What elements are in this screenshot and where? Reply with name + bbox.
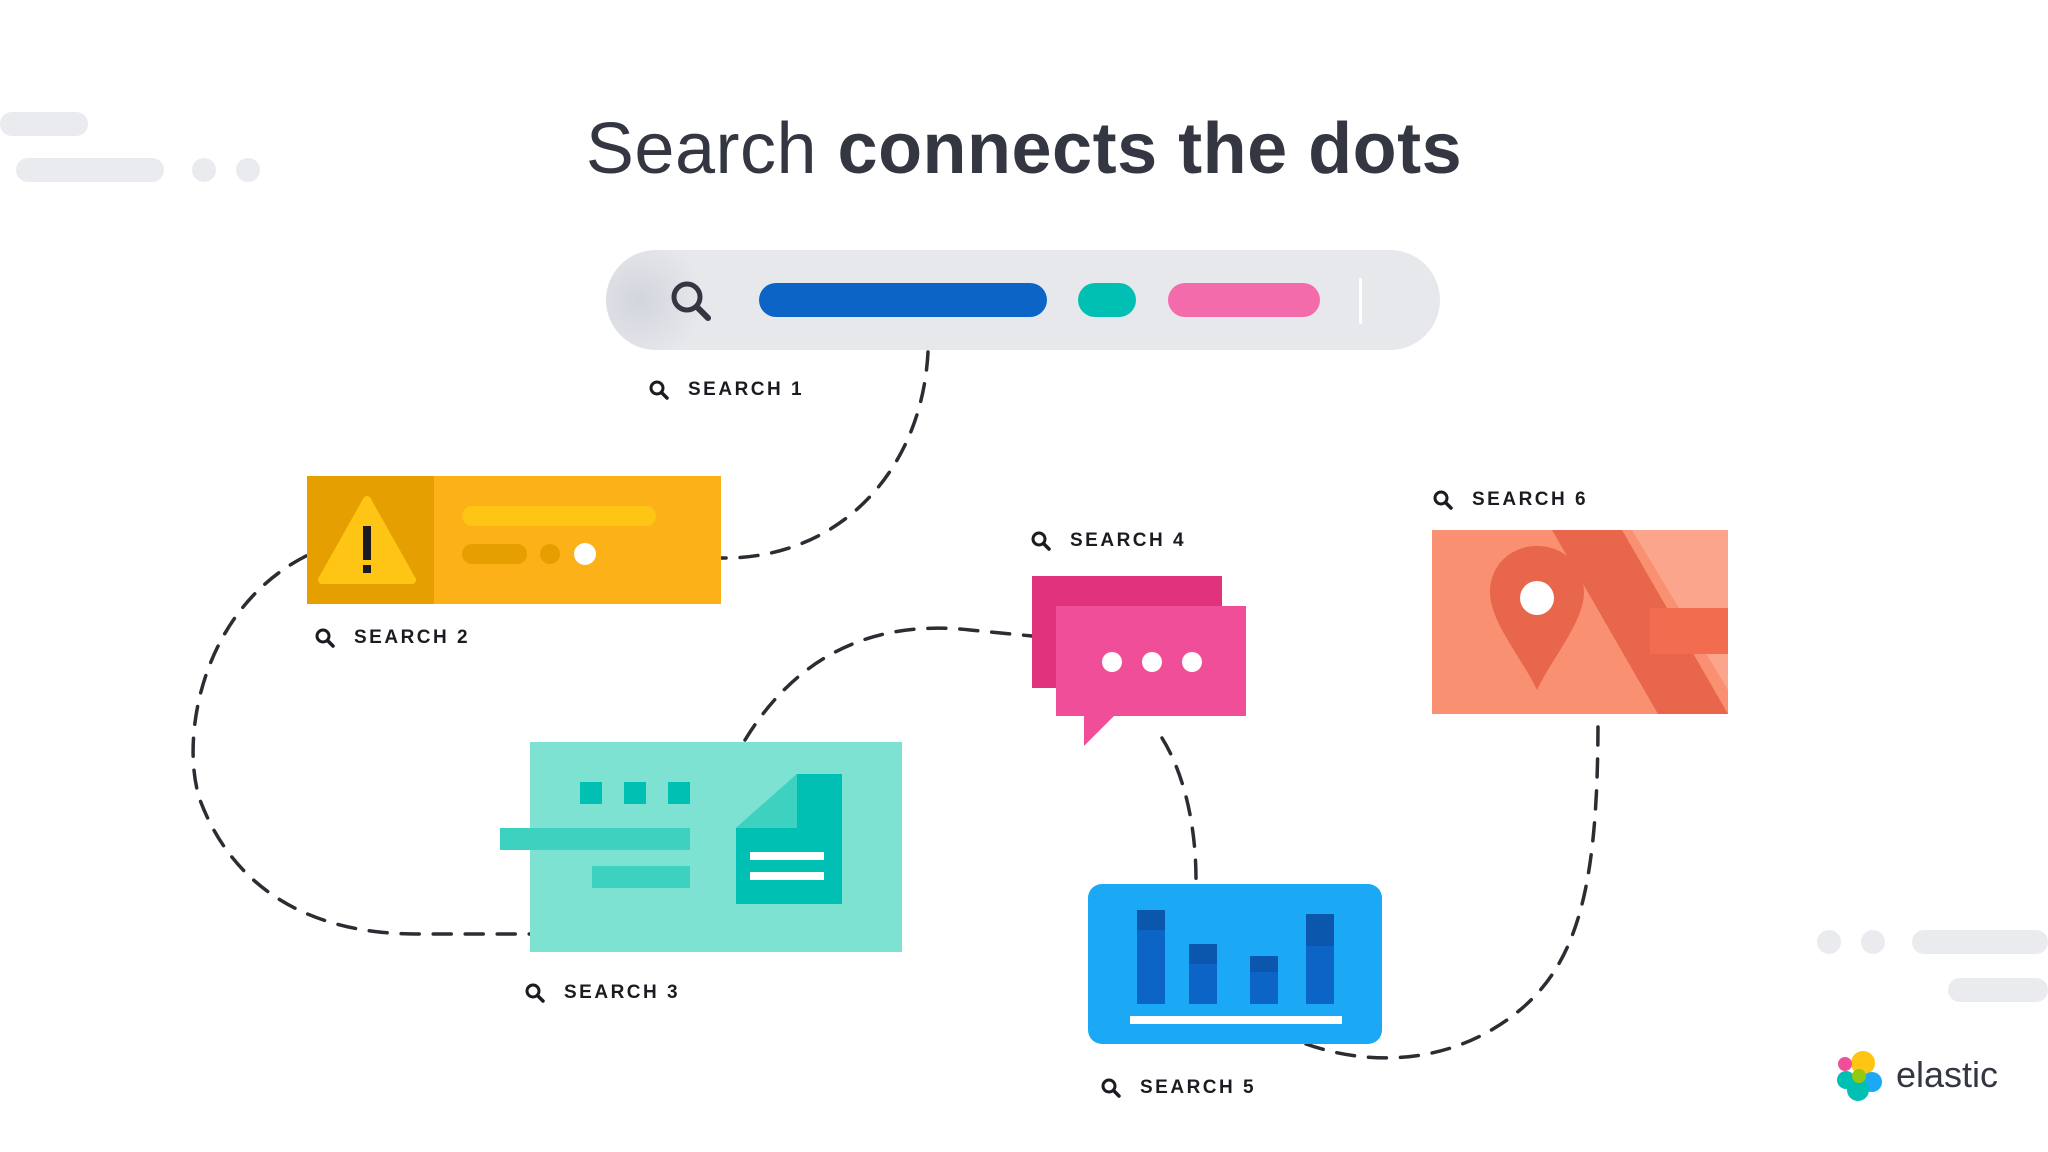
query-token-pink: [1168, 283, 1320, 317]
search-5-label: SEARCH 5: [1100, 1077, 1256, 1099]
search-icon: [315, 628, 335, 648]
decor-bar-top-left: [0, 112, 88, 136]
title-bold: connects the dots: [837, 109, 1463, 189]
decor-bar-bottom-right: [1912, 930, 2048, 954]
search-2-text: SEARCH 2: [354, 627, 471, 648]
elastic-logo-text: elastic: [1896, 1054, 1999, 1095]
page-title: Search connects the dots: [0, 108, 2048, 190]
connector-search-to-warning: [718, 350, 930, 560]
search-icon: [649, 380, 669, 400]
search-3-label: SEARCH 3: [524, 982, 680, 1004]
elastic-logo-icon: [1837, 1051, 1882, 1101]
ellipsis-icon: [1102, 652, 1122, 672]
decor-dot: [1861, 930, 1885, 954]
search-icon: [1031, 531, 1051, 551]
map-card: [1432, 530, 1728, 714]
decor-dot: [236, 158, 260, 182]
connector-chat-to-chart: [1160, 736, 1198, 882]
connector-warning-to-doc: [191, 554, 532, 936]
decor-bar-top-left-2: [16, 158, 164, 182]
bar-chart-icon: [1137, 910, 1334, 1004]
search-1-text: SEARCH 1: [688, 379, 805, 400]
decor-bar-bottom-right-2: [1948, 978, 2048, 1002]
search-icon: [525, 983, 545, 1003]
search-2-label: SEARCH 2: [314, 627, 470, 649]
map-pin-icon: [1490, 546, 1584, 690]
search-4-label: SEARCH 4: [1030, 530, 1186, 552]
search-6-label: SEARCH 6: [1432, 489, 1588, 511]
search-1-label: SEARCH 1: [648, 379, 804, 401]
connector-doc-to-chat: [743, 626, 1034, 742]
search-icon: [671, 281, 711, 321]
query-token-blue: [759, 283, 1047, 317]
query-token-teal: [1078, 283, 1136, 317]
elastic-logo: elastic: [1832, 1048, 1998, 1102]
search-6-text: SEARCH 6: [1472, 489, 1589, 510]
chat-card: [1032, 576, 1246, 746]
decor-dot: [192, 158, 216, 182]
search-3-text: SEARCH 3: [564, 982, 681, 1003]
search-bar[interactable]: [606, 250, 1440, 350]
chart-card: [1088, 884, 1382, 1044]
decor-dot: [1817, 930, 1841, 954]
search-4-text: SEARCH 4: [1070, 530, 1187, 551]
connector-chart-to-map: [1304, 718, 1600, 1060]
search-icon: [1433, 490, 1453, 510]
search-icon: [1101, 1078, 1121, 1098]
text-cursor: [1359, 278, 1362, 324]
title-light: Search: [585, 109, 818, 189]
document-card: [500, 742, 902, 952]
warning-card: [307, 476, 721, 604]
search-5-text: SEARCH 5: [1140, 1077, 1257, 1098]
